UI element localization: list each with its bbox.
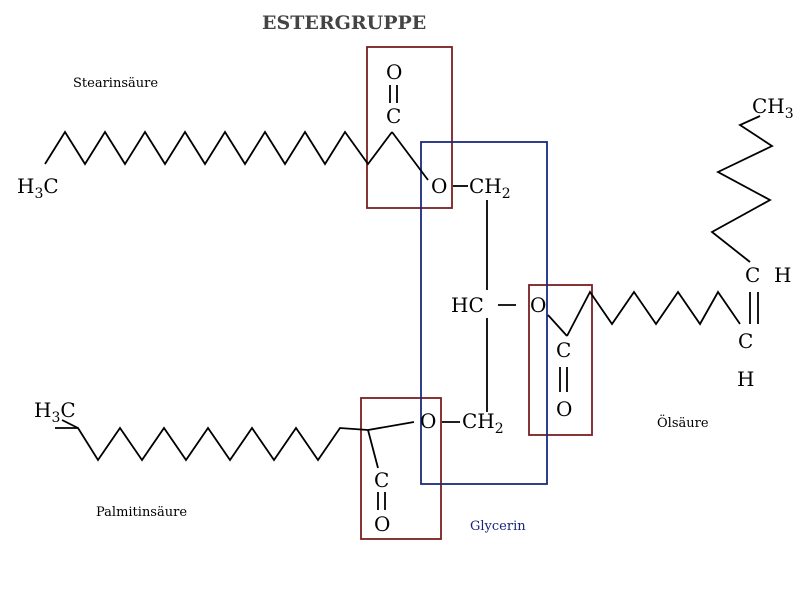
glycerol-oxygen-bottom: O bbox=[420, 409, 437, 433]
glycerol-box bbox=[420, 141, 548, 485]
ester-box-top bbox=[366, 46, 453, 209]
glycerol-ch2-bottom: CH2 bbox=[462, 409, 504, 437]
ester-box-right bbox=[528, 284, 593, 436]
oleic-acid-label: Ölsäure bbox=[657, 416, 709, 431]
glycerol-ch2-top: CH2 bbox=[469, 174, 511, 202]
ester-top-oxygen: O bbox=[386, 60, 403, 84]
oleic-chain-upper bbox=[710, 115, 774, 263]
oleic-c-upper: C bbox=[745, 263, 761, 287]
oleic-chain bbox=[566, 290, 741, 337]
glycerol-oxygen-top: O bbox=[431, 174, 448, 198]
bond-h3c-palmitic bbox=[61, 419, 79, 429]
bond-o-c-right bbox=[547, 314, 568, 337]
palmitic-chain bbox=[55, 426, 369, 462]
ester-bottom-oxygen: O bbox=[374, 512, 391, 536]
palmitic-acid-label: Palmitinsäure bbox=[96, 505, 188, 520]
bond-c-chain-bottom bbox=[367, 429, 379, 469]
bond-c-o-bottom bbox=[367, 421, 415, 431]
bond-c-o-top bbox=[391, 131, 429, 181]
ester-right-carbon: C bbox=[556, 338, 572, 362]
glycerol-oxygen-middle: O bbox=[530, 293, 547, 317]
h3c-stearic: H3C bbox=[17, 174, 59, 202]
title: ESTERGRUPPE bbox=[262, 12, 427, 34]
h3c-palmitic: H3C bbox=[34, 398, 76, 426]
ester-bottom-carbon: C bbox=[374, 468, 390, 492]
stearic-chain bbox=[44, 130, 393, 166]
oleic-c-lower: C bbox=[738, 329, 754, 353]
ester-right-oxygen: O bbox=[556, 397, 573, 421]
oleic-h-upper: H bbox=[774, 263, 792, 287]
ester-box-bottom bbox=[360, 397, 442, 540]
stearic-acid-label: Stearinsäure bbox=[73, 76, 159, 91]
glycerol-label: Glycerin bbox=[470, 519, 526, 534]
ester-top-carbon: C bbox=[386, 104, 402, 128]
glycerol-hc: HC bbox=[451, 293, 484, 317]
oleic-ch3: CH3 bbox=[752, 94, 794, 122]
oleic-h-lower: H bbox=[737, 367, 755, 391]
